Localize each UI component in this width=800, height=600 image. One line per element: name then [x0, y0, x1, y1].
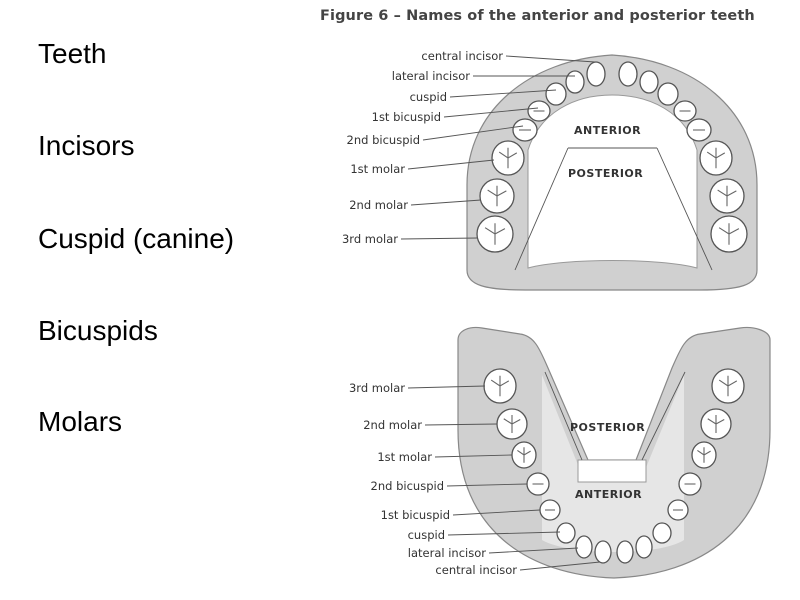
lower-leader-1st-molar	[434, 454, 513, 458]
upper-label-1st-bicuspid: 1st bicuspid	[372, 110, 441, 124]
lower-leader-2nd-molar	[424, 423, 498, 426]
lower-floor	[577, 459, 647, 483]
upper-anterior-label: ANTERIOR	[574, 124, 641, 137]
upper-posterior-label: POSTERIOR	[568, 167, 643, 180]
upper-label-cuspid: cuspid	[410, 90, 447, 104]
upper-divider-left	[514, 147, 569, 271]
lower-divider-right	[641, 371, 686, 461]
lower-right-lateral-incisor-tooth	[635, 535, 653, 559]
lower-right-2nd-molar-tooth-groove	[707, 415, 725, 433]
upper-leader-cuspid	[449, 89, 557, 98]
upper-label-lateral-incisor: lateral incisor	[392, 69, 470, 83]
upper-left-cuspid-tooth	[545, 82, 567, 106]
slide-topic-list: Teeth Incisors Cuspid (canine) Bicuspids…	[38, 0, 318, 600]
topic-cuspid: Cuspid (canine)	[38, 223, 235, 254]
lower-tongue-space	[542, 375, 684, 552]
upper-leader-3rd-molar	[400, 237, 479, 240]
upper-arch: ANTERIOR POSTERIOR central incisor latera…	[342, 49, 758, 291]
upper-label-1st-molar: 1st molar	[350, 162, 405, 176]
lower-left-cuspid-tooth	[556, 522, 576, 544]
upper-leader-1st-bicuspid	[443, 107, 539, 118]
upper-right-lateral-incisor-tooth	[639, 70, 659, 94]
figure-title: Figure 6 – Names of the anterior and pos…	[320, 8, 755, 24]
lower-left-2nd-molar-tooth-groove	[503, 415, 521, 433]
lower-arch: POSTERIOR ANTERIOR 3rd molar 2nd molar 1st…	[349, 326, 771, 579]
lower-label-1st-molar: 1st molar	[377, 450, 432, 464]
lower-right-cuspid-tooth	[652, 522, 672, 544]
lower-left-1st-molar-tooth-groove	[517, 447, 531, 463]
upper-right-central-incisor-tooth	[618, 61, 638, 87]
lower-leader-1st-bicuspid	[452, 509, 541, 516]
lower-anterior-label: ANTERIOR	[575, 488, 642, 501]
upper-right-3rd-molar-tooth-groove	[718, 223, 740, 245]
upper-left-2nd-molar-tooth-groove	[487, 185, 507, 207]
lower-left-central-incisor-tooth	[594, 540, 612, 564]
upper-left-3rd-molar-tooth-groove	[484, 223, 506, 245]
lower-gum	[457, 326, 771, 579]
lower-divider-left	[544, 371, 583, 461]
upper-right-1st-molar-tooth-groove	[706, 147, 726, 169]
lower-left-3rd-molar-tooth-groove	[490, 375, 510, 397]
lower-right-central-incisor-tooth	[616, 540, 634, 564]
lower-leader-lateral-incisor	[488, 547, 579, 554]
upper-leader-1st-molar	[407, 159, 495, 170]
lower-label-lateral-incisor: lateral incisor	[408, 546, 486, 560]
topic-incisors: Incisors	[38, 130, 135, 161]
lower-leader-central-incisor	[519, 561, 601, 571]
lower-leader-3rd-molar	[407, 385, 486, 389]
upper-left-1st-molar-tooth-groove	[498, 147, 518, 169]
upper-leader-central-incisor	[505, 55, 596, 63]
upper-leader-2nd-bicuspid	[422, 125, 524, 141]
lower-right-3rd-molar-tooth-groove	[718, 375, 738, 397]
upper-label-central-incisor: central incisor	[421, 49, 503, 63]
lower-leader-2nd-bicuspid	[446, 483, 528, 487]
lower-posterior-label: POSTERIOR	[570, 421, 645, 434]
upper-label-2nd-bicuspid: 2nd bicuspid	[347, 133, 420, 147]
lower-label-2nd-bicuspid: 2nd bicuspid	[371, 479, 444, 493]
lower-leader-cuspid	[447, 531, 561, 536]
upper-leader-2nd-molar	[410, 199, 482, 206]
lower-right-1st-molar-tooth-groove	[697, 447, 711, 463]
upper-teeth-group	[476, 61, 748, 253]
lower-teeth-group	[483, 368, 745, 564]
topic-molars: Molars	[38, 406, 123, 437]
lower-tooth-labels: 3rd molar 2nd molar 1st molar 2nd bicuspid 1…	[349, 381, 601, 577]
lower-left-lateral-incisor-tooth	[575, 535, 593, 559]
upper-right-2nd-molar-tooth-groove	[717, 185, 737, 207]
topic-teeth: Teeth	[38, 38, 107, 69]
lower-label-cuspid: cuspid	[408, 528, 445, 542]
lower-label-central-incisor: central incisor	[435, 563, 517, 577]
upper-right-cuspid-tooth	[657, 82, 679, 106]
upper-left-lateral-incisor-tooth	[565, 70, 585, 94]
upper-divider-right	[656, 147, 713, 271]
upper-tooth-labels: central incisor lateral incisor cuspid 1st …	[342, 49, 596, 246]
lower-label-3rd-molar: 3rd molar	[349, 381, 405, 395]
lower-label-1st-bicuspid: 1st bicuspid	[381, 508, 450, 522]
upper-label-3rd-molar: 3rd molar	[342, 232, 398, 246]
upper-left-central-incisor-tooth	[586, 61, 606, 87]
lower-label-2nd-molar: 2nd molar	[363, 418, 422, 432]
topic-bicuspids: Bicuspids	[38, 315, 158, 346]
upper-label-2nd-molar: 2nd molar	[349, 198, 408, 212]
